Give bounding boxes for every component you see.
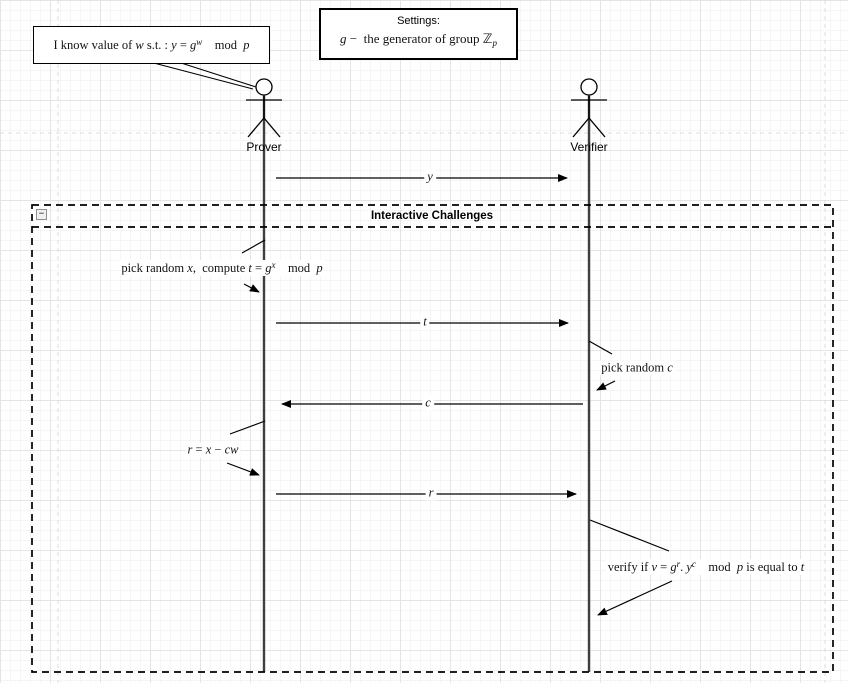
message-label-r[interactable]: r	[425, 485, 437, 501]
message-label-verify[interactable]: verify if v = gr. yc mod p is equal to t	[605, 559, 807, 575]
prover-label[interactable]: Prover	[246, 140, 282, 154]
verifier-actor-figure[interactable]	[571, 78, 607, 138]
verifier-label[interactable]: Verifier	[570, 140, 608, 154]
settings-box[interactable]: Settings: g − the generator of group ℤp	[319, 8, 518, 60]
self-message-pick-c[interactable]	[588, 340, 616, 391]
prover-actor-figure[interactable]	[246, 78, 282, 138]
message-label-r-calc[interactable]: r = x − cw	[185, 442, 241, 458]
message-label-pick-x[interactable]: pick random x, compute t = gx mod p	[119, 260, 325, 276]
settings-title: Settings:	[397, 15, 440, 27]
message-label-pick-c[interactable]: pick random c	[599, 360, 675, 376]
challenges-frame-border[interactable]	[31, 204, 834, 673]
challenges-frame-title[interactable]: Interactive Challenges	[370, 210, 494, 222]
message-label-y[interactable]: y	[424, 169, 436, 185]
message-label-t[interactable]: t	[420, 314, 430, 330]
self-message-pick-x[interactable]	[241, 239, 266, 293]
claim-callout-box[interactable]: I know value of w s.t. : y = gw mod p	[33, 26, 270, 64]
claim-text: I know value of w s.t. : y = gw mod p	[53, 37, 250, 52]
self-message-r-calc[interactable]	[226, 420, 266, 476]
self-message-verify[interactable]	[589, 519, 673, 616]
message-label-c[interactable]: c	[422, 395, 434, 411]
settings-formula: g − the generator of group ℤp	[340, 31, 497, 48]
claim-callout-pointer[interactable]	[149, 61, 257, 90]
collapse-icon[interactable]: −	[36, 209, 47, 220]
